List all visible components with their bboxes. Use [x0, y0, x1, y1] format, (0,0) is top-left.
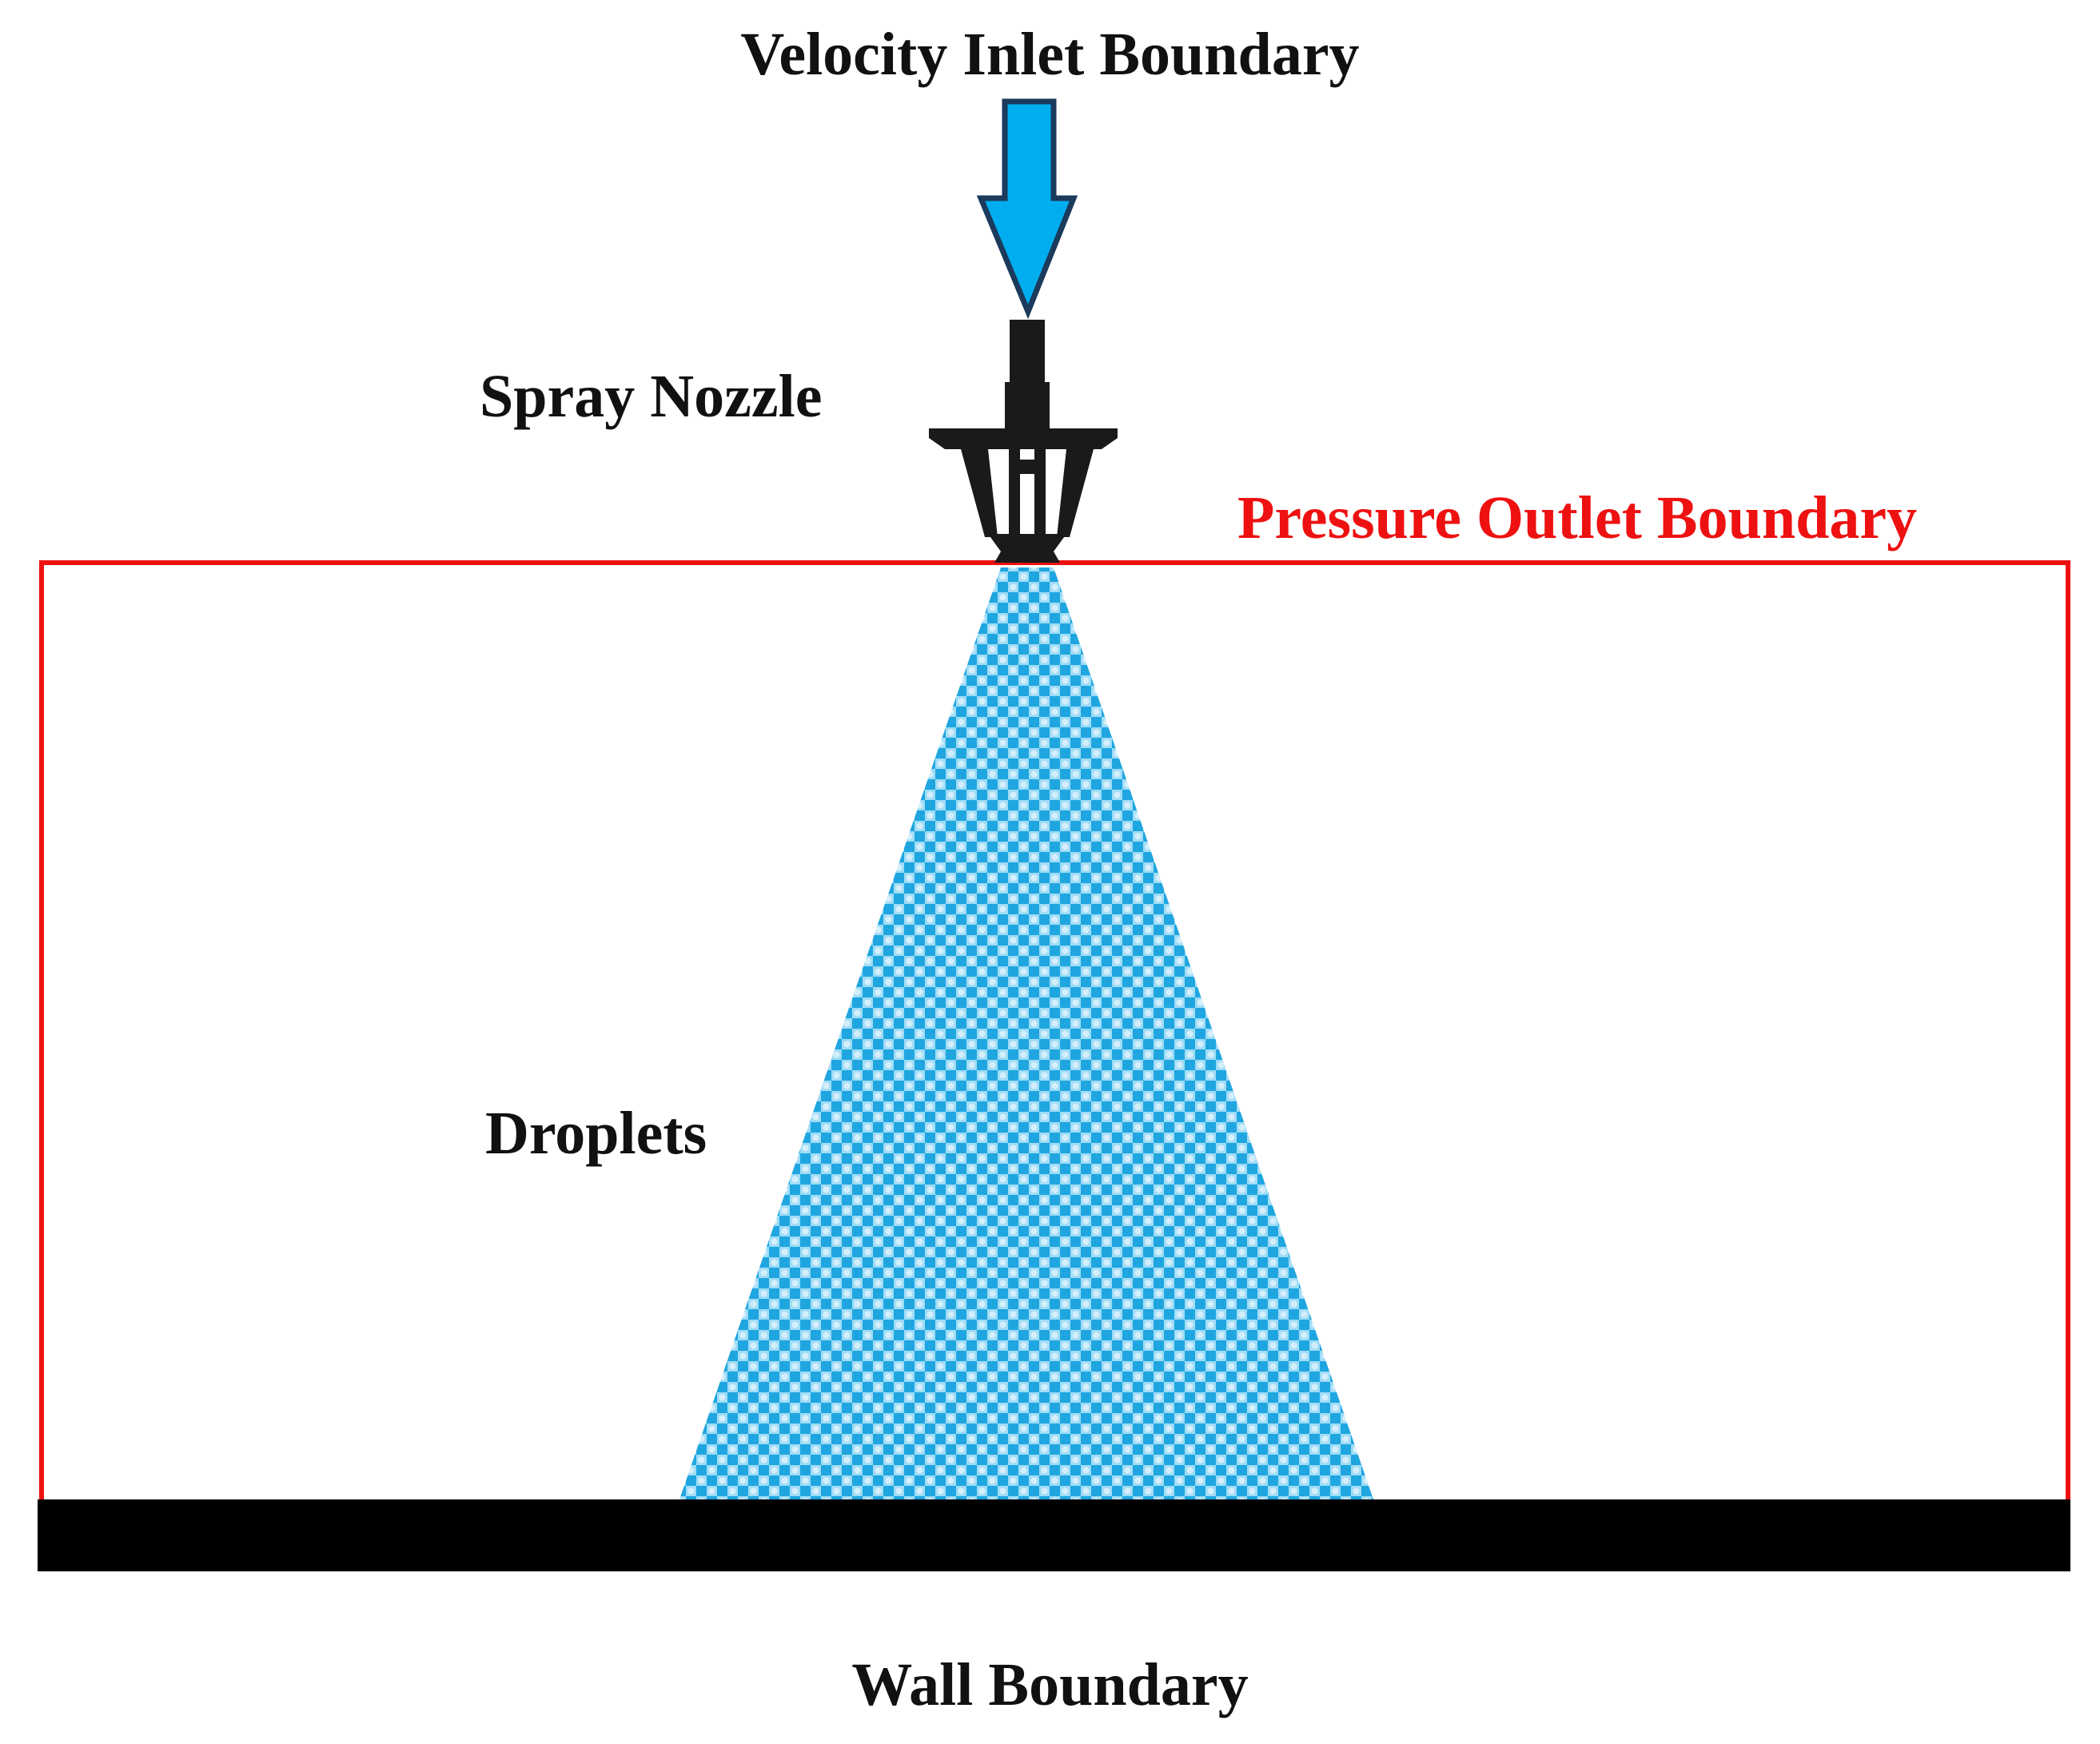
droplet-spray-cone [679, 567, 1373, 1499]
wall-boundary-label: Wall Boundary [851, 1651, 1249, 1718]
velocity-inlet-label: Velocity Inlet Boundary [740, 21, 1360, 88]
droplets-label: Droplets [485, 1100, 707, 1167]
spray-nozzle-icon [929, 320, 1118, 563]
spray-nozzle-label: Spray Nozzle [480, 363, 823, 430]
down-arrow-icon [976, 98, 1078, 320]
pressure-outlet-label: Pressure Outlet Boundary [1237, 484, 1918, 551]
wall-boundary-bar [38, 1499, 2070, 1571]
